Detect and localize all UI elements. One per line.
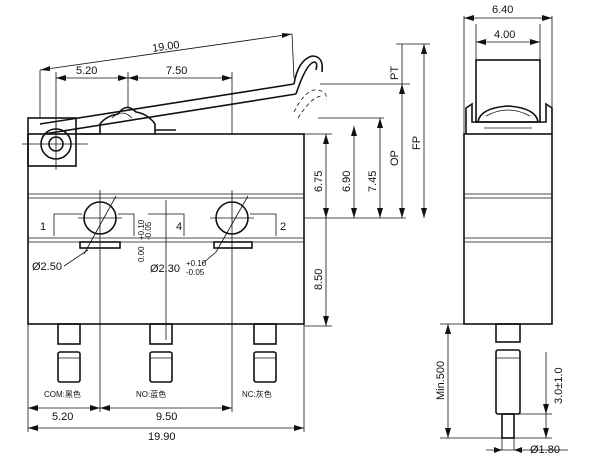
lever-arm — [39, 83, 295, 125]
large-hole-tol-lower: -0.05 — [186, 268, 205, 277]
large-hole-diameter: Ø2.30 — [150, 263, 180, 275]
side-wire-diameter: Ø1.80 — [530, 444, 560, 456]
side-body — [463, 133, 553, 325]
terminal-label-2: 2 — [280, 221, 286, 233]
lever-pivot-block — [27, 117, 77, 167]
wire-label-nc: NC:灰色 — [242, 389, 272, 399]
hole-tolerance-base: 0.00 — [137, 246, 146, 262]
side-wire-stub — [495, 323, 521, 343]
wire-end-no — [149, 351, 173, 383]
dim-op: OP — [389, 150, 401, 166]
wire-stub-no — [149, 323, 173, 345]
dim-left-offset: 5.20 — [76, 65, 97, 77]
dim-bottom-left: 5.20 — [52, 411, 73, 423]
dim-bottom-total: 19.90 — [148, 431, 176, 443]
side-view: 6.40 4.00 Min.500 3.0±1.0 Ø1.80 — [435, 4, 568, 456]
dim-6-75: 6.75 — [313, 171, 325, 192]
terminal-label-1: 1 — [40, 221, 46, 233]
dim-6-90: 6.90 — [341, 171, 353, 192]
dim-button-offset: 7.50 — [166, 65, 187, 77]
wire-label-no: NO:蓝色 — [136, 389, 166, 399]
dim-8-50: 8.50 — [313, 269, 325, 290]
hole-tolerance-lower: -0.05 — [144, 221, 153, 240]
side-wire — [495, 349, 521, 415]
hole-tolerance-upper: +0.10 — [137, 219, 146, 240]
side-width-top: 4.00 — [494, 29, 515, 41]
large-hole-tol-upper: +0.10 — [186, 259, 207, 268]
wire-end-nc — [253, 351, 277, 383]
side-strip-length: 3.0±1.0 — [553, 367, 565, 404]
side-wire-length: Min.500 — [435, 361, 447, 400]
small-hole-diameter: Ø2.50 — [32, 261, 62, 273]
wire-stub-nc — [253, 323, 277, 345]
wire-label-com: COM:黑色 — [44, 389, 81, 399]
dim-bottom-pitch: 9.50 — [156, 411, 177, 423]
dim-lever-length: 19.00 — [151, 39, 180, 55]
front-view: 19.00 5.20 7.50 PT OP FP 6.75 6.90 7.45 … — [22, 33, 430, 443]
dim-fp: FP — [411, 136, 423, 150]
wire-end-com — [57, 351, 81, 383]
wire-stub-com — [57, 323, 81, 345]
terminal-label-4: 4 — [176, 221, 182, 233]
dim-7-45: 7.45 — [367, 171, 379, 192]
side-width-total: 6.40 — [492, 4, 513, 16]
dim-pt: PT — [389, 66, 401, 80]
